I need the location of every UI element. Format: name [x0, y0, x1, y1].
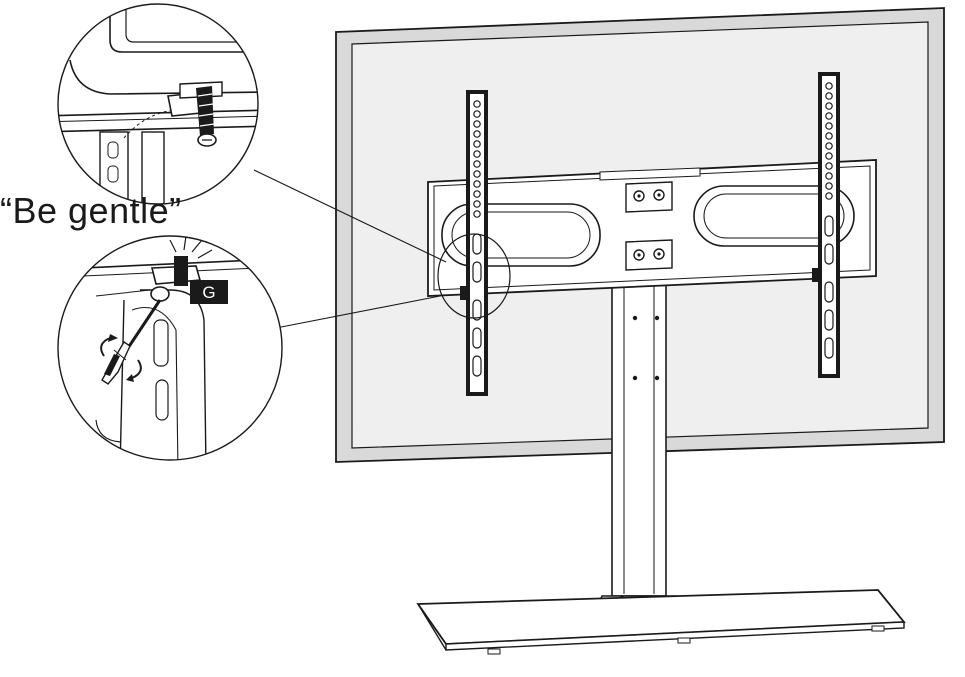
part-g-label: G [202, 283, 215, 302]
detail-circle-bottom [57, 235, 283, 461]
stand-base [416, 589, 906, 655]
be-gentle-caption: “Be gentle” [0, 190, 182, 231]
right-bracket-arm [812, 72, 840, 378]
part-g-tag: G [190, 280, 228, 304]
leader-line-top [253, 169, 447, 263]
mounting-plate [427, 159, 877, 297]
detail-circle-top [57, 3, 259, 205]
leader-line-bottom [275, 295, 441, 329]
detail-highlight-circle [437, 233, 511, 319]
